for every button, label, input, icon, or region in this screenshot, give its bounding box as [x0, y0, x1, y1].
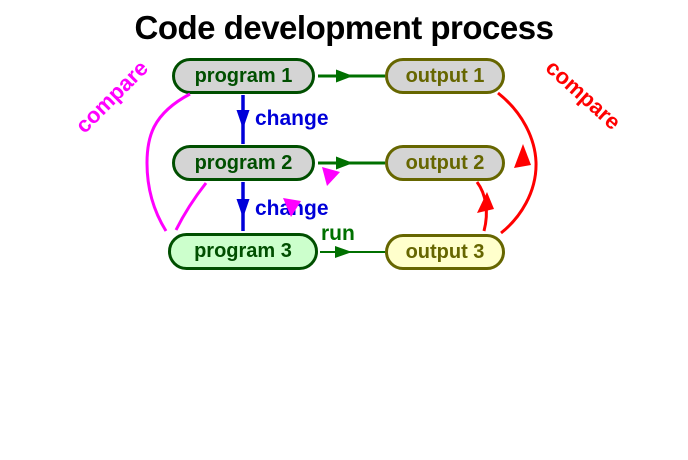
- node-program-2-label: program 2: [194, 151, 293, 174]
- node-program-3-label: program 3: [194, 240, 292, 262]
- node-output-3: output 3: [385, 234, 505, 270]
- edge-compare-output3-output1-arrowhead: [514, 144, 531, 168]
- node-output-2: output 2: [385, 145, 505, 181]
- node-program-1-label: program 1: [194, 64, 293, 87]
- node-output-1: output 1: [385, 58, 505, 94]
- edge-program1-output1-arrowhead: [336, 69, 353, 83]
- edge-compare-output3-output2-arrowhead: [477, 192, 494, 213]
- node-program-1: program 1: [172, 58, 315, 94]
- node-output-3-label: output 3: [405, 240, 485, 263]
- edge-label-compare-right: compare: [540, 54, 626, 135]
- diagram-title: Code development process: [134, 9, 554, 46]
- node-output-2-label: output 2: [405, 151, 485, 174]
- edge-program2-program3-arrowhead: [236, 199, 250, 218]
- edge-label-change-1: change: [255, 107, 329, 130]
- edge-program2-output2-arrowhead: [336, 156, 353, 170]
- node-output-1-label: output 1: [405, 64, 485, 87]
- edge-label-compare-left: compare: [70, 55, 153, 138]
- edge-program3-output3-arrowhead: [335, 246, 352, 258]
- edge-compare-program2-program3-curve: [174, 182, 208, 231]
- node-program-3: program 3: [168, 233, 318, 270]
- edge-label-change-2: change: [255, 197, 329, 220]
- node-program-2: program 2: [172, 145, 315, 181]
- edge-compare-output3-output2-curve: [475, 181, 488, 232]
- edge-label-run: run: [321, 222, 355, 245]
- compare-magenta-arrowhead-1: [322, 167, 340, 186]
- edge-program1-program2-arrowhead: [236, 110, 250, 129]
